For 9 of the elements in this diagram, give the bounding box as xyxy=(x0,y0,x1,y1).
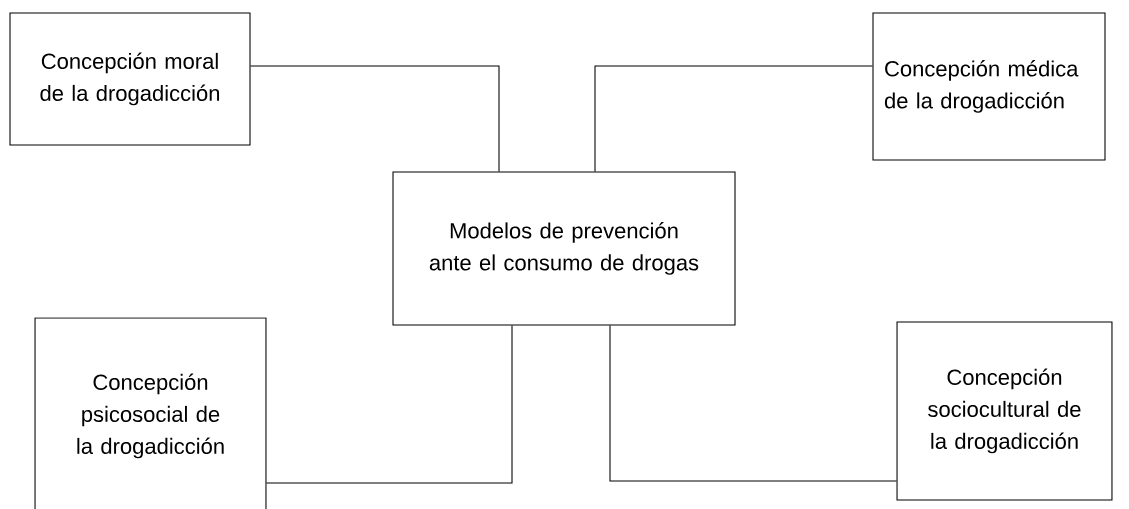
connector-line xyxy=(250,65,500,172)
connector-line xyxy=(609,325,898,482)
concept-box: Concepción psicosocial de la drogadicción xyxy=(34,317,267,509)
concept-box: Concepción moral de la drogadicción xyxy=(9,12,251,146)
concept-box: Concepción sociocultural de la drogadicción xyxy=(896,321,1113,501)
concept-box: Concepción médica de la drogadicción xyxy=(872,12,1106,161)
concept-box: Modelos de prevención ante el consumo de drogas xyxy=(392,171,736,326)
connector-line xyxy=(594,65,873,172)
connector-line xyxy=(265,325,513,484)
